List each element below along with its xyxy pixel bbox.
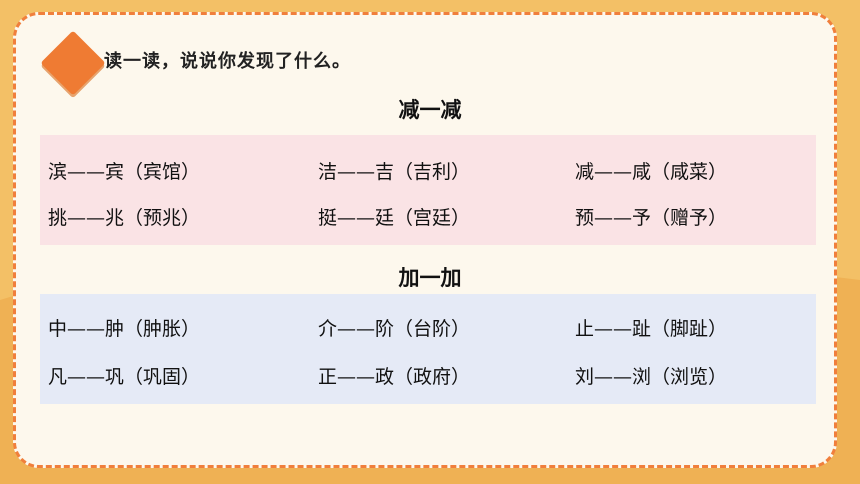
word-row: 凡——巩（巩固） 正——政（政府） 刘——浏（浏览） [40, 362, 816, 392]
word-row: 滨——宾（宾馆） 洁——吉（吉利） 减——咸（咸菜） [40, 157, 816, 187]
word-pair: 减——咸（咸菜） [575, 161, 728, 183]
section-title-subtract: 减一减 [398, 98, 462, 122]
subtract-panel: 滨——宾（宾馆） 洁——吉（吉利） 减——咸（咸菜） 挑——兆（预兆） 挺——廷… [40, 135, 816, 245]
word-row: 中——肿（肿胀） 介——阶（台阶） 止——趾（脚趾） [40, 314, 816, 344]
word-pair: 中——肿（肿胀） [48, 318, 201, 340]
word-pair: 刘——浏（浏览） [575, 366, 728, 388]
word-pair: 挺——廷（宫廷） [318, 207, 471, 229]
word-pair: 介——阶（台阶） [318, 318, 471, 340]
word-pair: 挑——兆（预兆） [48, 207, 201, 229]
section-title-add: 加一加 [398, 266, 462, 290]
word-pair: 预——予（赠予） [575, 207, 728, 229]
word-pair: 凡——巩（巩固） [48, 366, 201, 388]
add-panel: 中——肿（肿胀） 介——阶（台阶） 止——趾（脚趾） 凡——巩（巩固） 正——政… [40, 294, 816, 404]
word-pair: 滨——宾（宾馆） [48, 161, 201, 183]
word-pair: 正——政（政府） [318, 366, 471, 388]
word-row: 挑——兆（预兆） 挺——廷（宫廷） 预——予（赠予） [40, 203, 816, 233]
instruction-text: 读一读，说说你发现了什么。 [104, 51, 351, 72]
word-pair: 洁——吉（吉利） [318, 161, 471, 183]
word-pair: 止——趾（脚趾） [575, 318, 728, 340]
